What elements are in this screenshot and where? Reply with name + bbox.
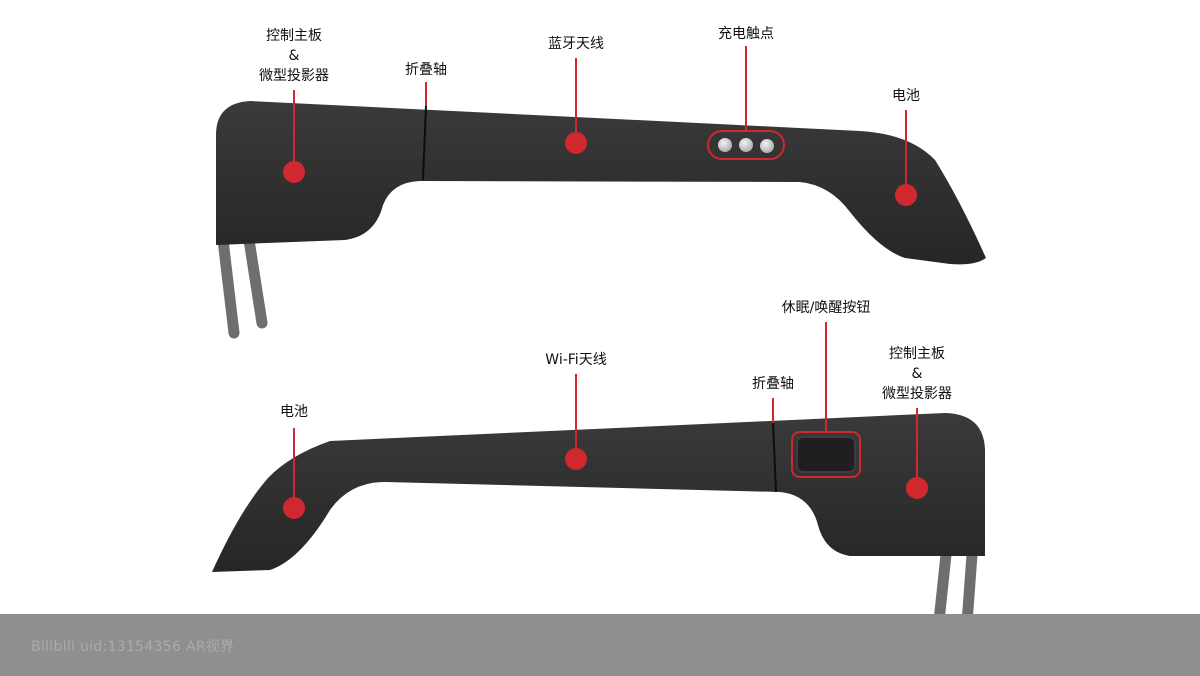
sleep-button [796, 436, 856, 473]
bottom-markers [283, 448, 928, 519]
label-wifi-antenna: Wi-Fi天线 [545, 352, 607, 368]
label-hinge-bottom: 折叠轴 [752, 376, 794, 392]
top-hinge-seam [422, 105, 427, 181]
bottom-arm-body [212, 413, 985, 572]
bottom-leader-lines [293, 322, 918, 508]
top-leader-lines [293, 46, 907, 194]
top-arm-posts [217, 234, 268, 339]
label-battery-bottom: 电池 [280, 404, 308, 420]
top-arm-body [216, 101, 986, 265]
label-line: & [911, 366, 923, 382]
watermark-band [0, 614, 1200, 676]
label-sleep-wake-button: 休眠/唤醒按钮 [781, 300, 871, 316]
watermark-text: Bilibili uid:13154356 AR视界 [31, 639, 235, 655]
label-control-board-bottom: 控制主板 & 微型投影器 [882, 344, 952, 404]
top-markers [283, 132, 917, 206]
label-line: 微型投影器 [882, 386, 952, 402]
label-hinge-top: 折叠轴 [405, 62, 447, 78]
label-charging-contacts: 充电触点 [718, 26, 774, 42]
charging-contact [718, 138, 732, 152]
label-line: 微型投影器 [259, 68, 329, 84]
label-control-board-top: 控制主板 & 微型投影器 [259, 26, 329, 86]
bottom-hinge-seam [772, 422, 777, 493]
charging-contact [760, 139, 774, 153]
label-line: 控制主板 [266, 28, 322, 44]
charging-contact [739, 138, 753, 152]
label-line: & [288, 48, 300, 64]
label-bluetooth-antenna: 蓝牙天线 [548, 36, 604, 52]
label-line: 控制主板 [889, 346, 945, 362]
label-battery-top: 电池 [892, 88, 920, 104]
